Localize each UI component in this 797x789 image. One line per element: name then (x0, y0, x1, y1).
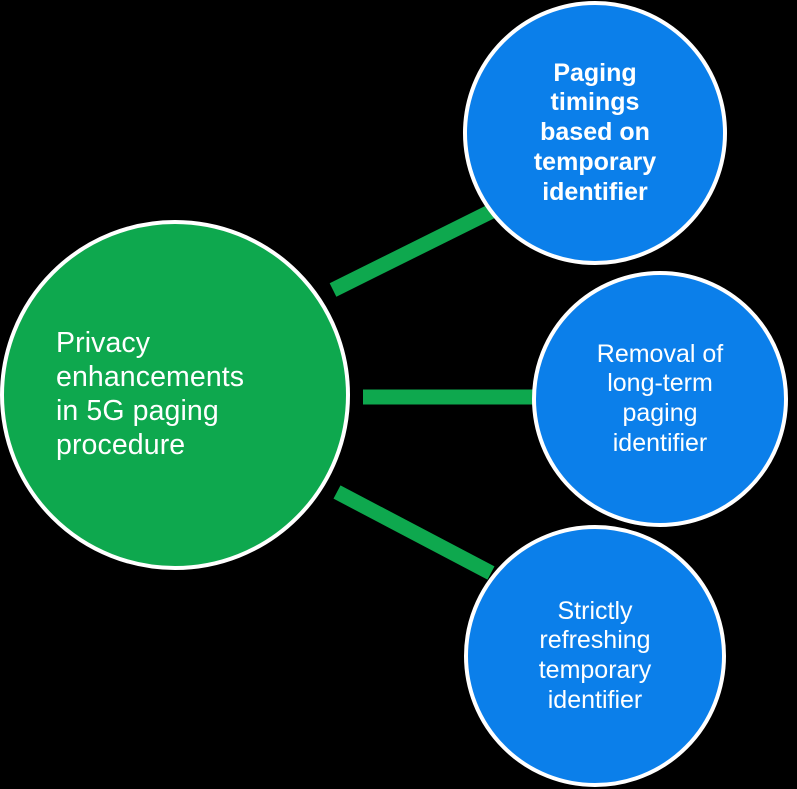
leaf-node-removal-long-term-identifier[interactable]: Removal of long-term paging identifier (532, 271, 788, 527)
leaf-node-strictly-refreshing-identifier[interactable]: Strictly refreshing temporary identifier (464, 525, 726, 787)
leaf-node-label-strictly-refreshing-identifier: Strictly refreshing temporary identifier (538, 596, 652, 714)
connector-hub-to-top (329, 202, 500, 297)
connector-hub-to-bottom (333, 485, 495, 580)
leaf-node-label-removal-long-term-identifier: Removal of long-term paging identifier (596, 339, 724, 457)
leaf-node-label-paging-timings: Paging timings based on temporary identi… (533, 58, 657, 206)
leaf-node-paging-timings[interactable]: Paging timings based on temporary identi… (463, 1, 727, 265)
hub-node-label: Privacy enhancements in 5G paging proced… (56, 327, 245, 461)
hub-node-privacy-enhancements[interactable]: Privacy enhancements in 5G paging proced… (0, 220, 350, 570)
